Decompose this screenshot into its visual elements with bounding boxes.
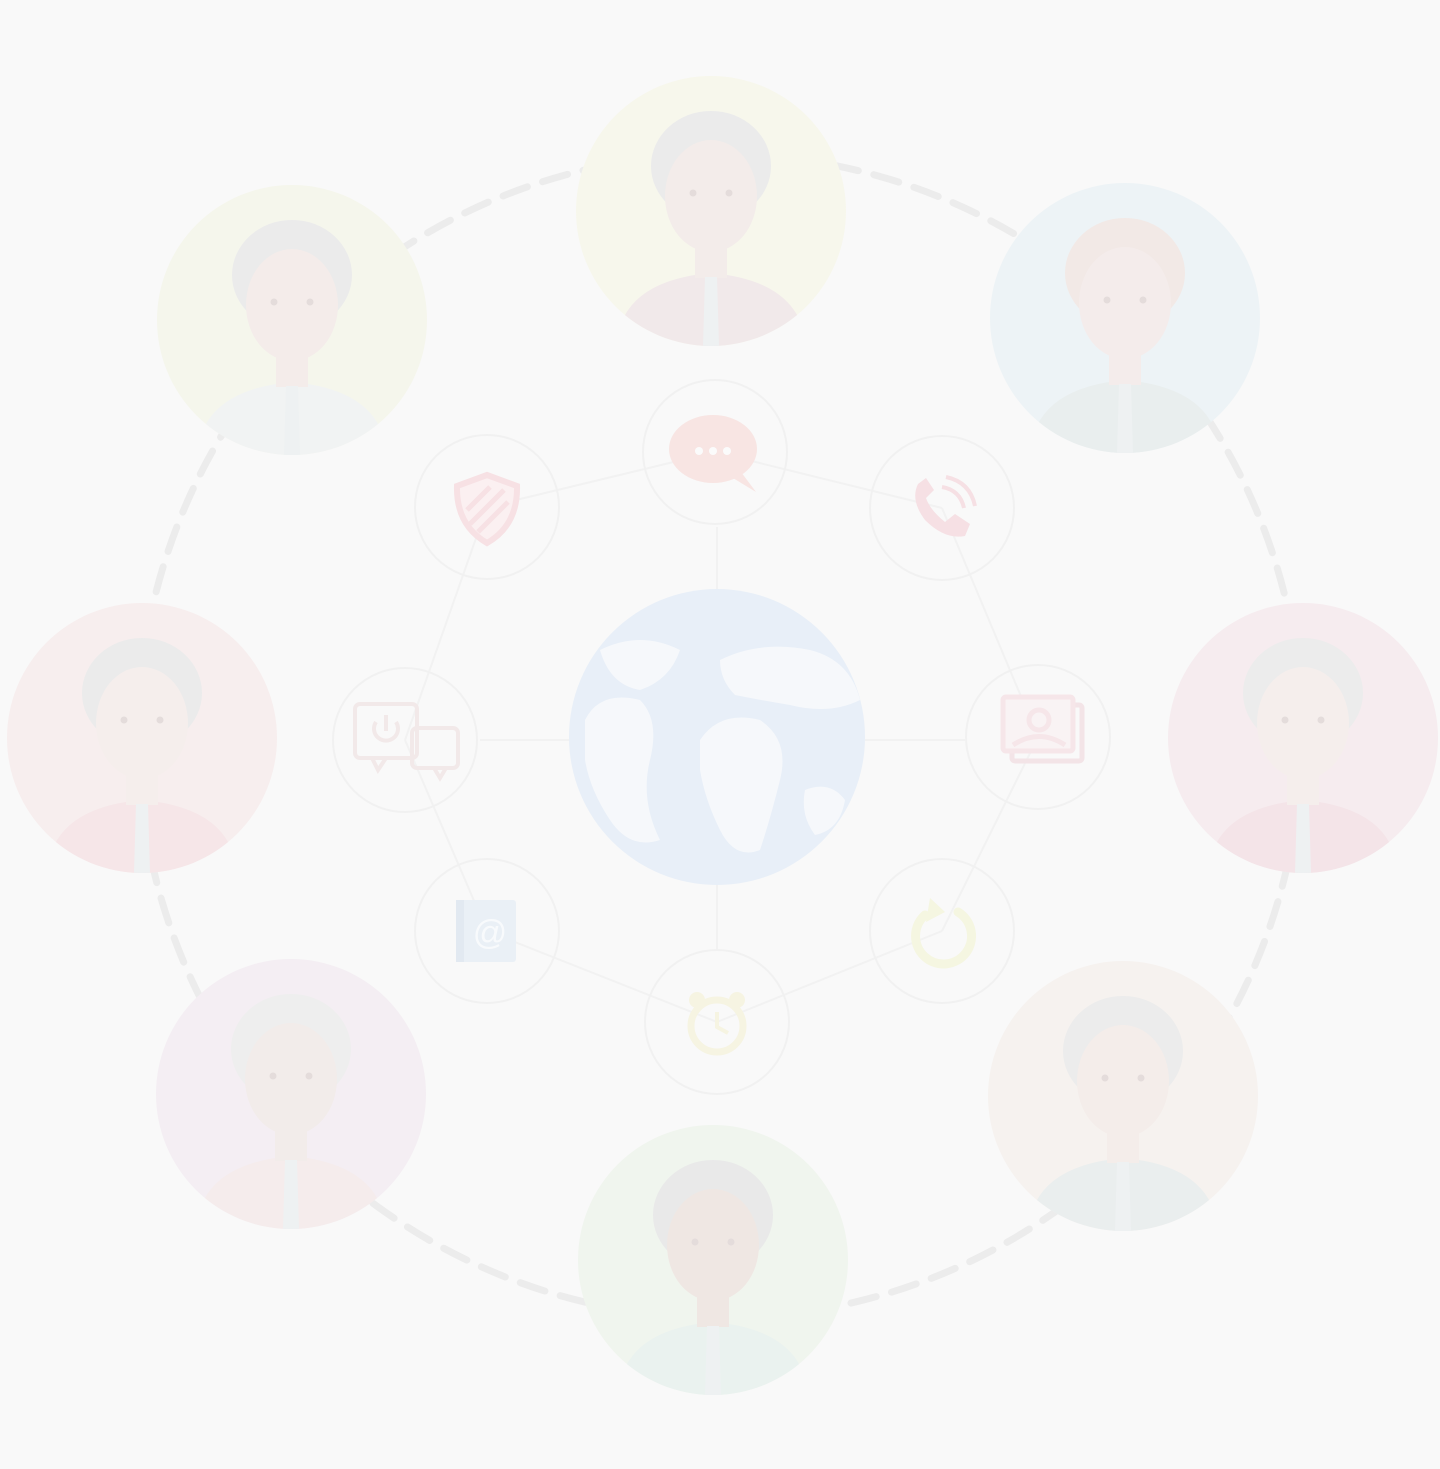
settings-presentation-icon xyxy=(1000,694,1085,764)
hub-icon-refresh xyxy=(869,858,1015,1004)
refresh-icon xyxy=(911,898,976,969)
man-glasses-avatar-icon xyxy=(1030,218,1220,453)
avatar-ring xyxy=(7,76,1438,1395)
hub-icon-shield xyxy=(414,434,560,580)
woman-curly-avatar-icon xyxy=(618,1160,808,1395)
chat-bubble-icon xyxy=(669,415,757,492)
hub-icon-settings xyxy=(965,664,1111,810)
woman-avatar-icon xyxy=(47,638,237,873)
hub-icon-email: @ xyxy=(414,858,560,1004)
power-chat-icon xyxy=(353,702,460,782)
avatar-woman-top xyxy=(576,76,846,346)
avatar-man-top-left-beard xyxy=(157,185,427,455)
avatar-man-top-right-glasses xyxy=(990,183,1260,453)
hub-icon-phone xyxy=(869,435,1015,581)
avatar-woman-right xyxy=(1168,603,1438,873)
phone-call-icon xyxy=(915,475,977,537)
avatar-man-bottom-right-goatee xyxy=(988,961,1258,1231)
avatar-woman-left xyxy=(7,603,277,873)
avatar-man-bottom-left-glasses-mustache xyxy=(156,959,426,1229)
woman-avatar-icon xyxy=(1208,638,1398,873)
man-glasses-mustache-avatar-icon xyxy=(196,994,386,1229)
alarm-clock-icon xyxy=(687,992,747,1056)
shield-icon xyxy=(453,471,521,547)
hub-icon-power-chat xyxy=(332,667,478,813)
avatar-woman-bottom-curly xyxy=(578,1125,848,1395)
man-goatee-avatar-icon xyxy=(1028,996,1218,1231)
hub-icon-chat xyxy=(642,379,788,525)
man-beard-avatar-icon xyxy=(197,220,387,455)
svg-text:@: @ xyxy=(473,914,508,952)
globe-icon xyxy=(569,589,865,885)
woman-avatar-icon xyxy=(616,111,806,346)
hub-icon-alarm xyxy=(644,949,790,1095)
email-address-book-icon: @ xyxy=(456,900,516,962)
